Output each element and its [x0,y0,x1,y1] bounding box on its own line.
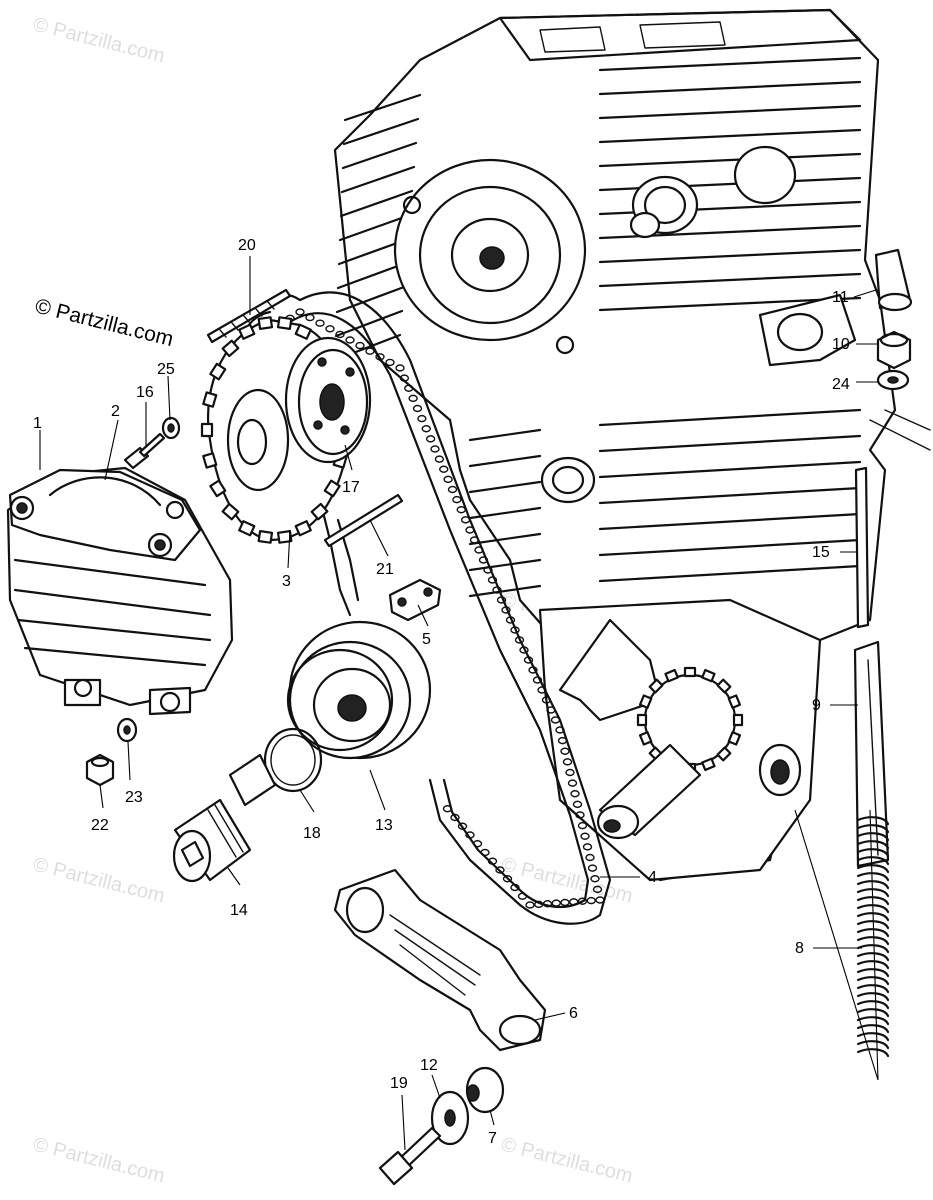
head-cooling-fins [333,56,862,362]
tensioner-plug-illustration [172,753,277,883]
cam-cover-illustration [6,466,234,716]
tensioner-roller-illustration [286,620,432,760]
washer-25-illustration [161,416,181,440]
push-rod-15-illustration [854,466,870,629]
part-label-10: 10 [832,336,850,353]
o-ring-illustration [263,727,323,793]
part-label-15: 15 [812,544,830,561]
part-label-4: 4 [648,869,657,886]
part-label-13: 13 [375,817,393,834]
bolt-19-illustration [378,1126,442,1186]
watermark: © Partzilla.com [31,854,167,908]
part-label-21: 21 [376,561,394,578]
watermark: © Partzilla.com [31,1134,167,1188]
part-label-24: 24 [832,376,850,393]
collar-7-illustration [465,1066,505,1114]
leader-lines [39,256,878,1151]
washer-24-illustration [876,369,910,391]
stud-21-illustration [323,493,404,548]
tensioner-arm-illustration [333,868,547,1052]
copyright-notice: © Partzilla.com [33,295,176,352]
part-label-7: 7 [488,1130,497,1147]
part-label-6: 6 [569,1005,578,1022]
part-label-17: 17 [342,479,360,496]
nut-10-illustration [876,330,912,370]
part-label-22: 22 [91,817,109,834]
master-link-illustration [388,578,442,622]
nut-22-illustration [85,753,115,787]
part-label-20: 20 [238,237,256,254]
part-labels: 1 2 3 4 5 6 7 8 9 10 11 12 13 14 15 16 1… [33,237,850,1147]
part-label-14: 14 [230,902,248,919]
part-label-9: 9 [812,697,821,714]
part-label-19: 19 [390,1075,408,1092]
washer-12-illustration [430,1090,470,1146]
bolt-16-illustration [123,432,166,470]
part-label-5: 5 [422,631,431,648]
part-label-2: 2 [111,403,120,420]
part-label-23: 23 [125,789,143,806]
cap-nut-11-illustration [874,248,913,312]
part-label-25: 25 [157,361,175,378]
watermark: © Partzilla.com [499,1134,635,1188]
part-label-8: 8 [795,940,804,957]
part-label-12: 12 [420,1057,438,1074]
part-label-18: 18 [303,825,321,842]
watermark: © Partzilla.com [31,14,167,68]
cam-sprocket-illustration [200,316,350,544]
part-label-16: 16 [136,384,154,401]
cam-hub-illustration [284,336,372,464]
washer-23-illustration [116,717,138,743]
cylinder-cooling-fins [468,408,862,598]
part-label-3: 3 [282,573,291,590]
tensioner-guide-9-illustration [853,640,890,868]
part-label-1: 1 [33,415,42,432]
part-label-11: 11 [832,289,849,306]
stud-20-illustration [206,288,292,344]
cylinder-block-illustration [333,8,931,882]
